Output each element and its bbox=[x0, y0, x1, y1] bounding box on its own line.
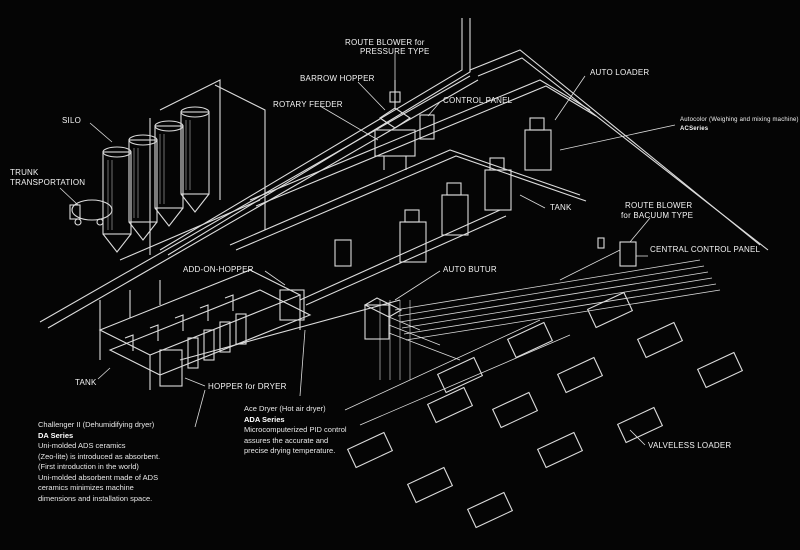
label-silo: SILO bbox=[62, 116, 82, 125]
label-control-panel: CONTROL PANEL bbox=[443, 96, 513, 105]
lower-platform bbox=[98, 269, 312, 390]
label-hopper-for-dryer: HOPPER for DRYER bbox=[208, 382, 287, 391]
truck bbox=[69, 199, 113, 226]
valveless-loader-units bbox=[346, 291, 744, 529]
ace-description: Ace Dryer (Hot air dryer) ADA Series Mic… bbox=[244, 404, 347, 457]
label-transportation: TRANSPORTATION bbox=[10, 178, 86, 187]
ace-title: Ace Dryer (Hot air dryer) bbox=[244, 404, 326, 413]
label-ac-series: ACSeries bbox=[680, 126, 709, 132]
challenger-series: DA Series bbox=[38, 430, 74, 440]
silo-tanks bbox=[102, 106, 210, 253]
ace-series: ADA Series bbox=[244, 414, 285, 424]
ace-line: assures the accurate and bbox=[244, 435, 329, 445]
ace-line: Microcomputerized PID control bbox=[244, 425, 347, 434]
label-route-blower-pressure: ROUTE BLOWER for bbox=[345, 38, 425, 47]
auto-loader-machines bbox=[334, 117, 552, 267]
main-piping bbox=[39, 18, 769, 361]
label-pressure-type: PRESSURE TYPE bbox=[360, 47, 430, 56]
label-trunk: TRUNK bbox=[10, 168, 39, 177]
label-route-blower-vacuum: ROUTE BLOWER bbox=[625, 201, 693, 210]
dryer-hoppers bbox=[159, 289, 305, 387]
central-control-panel-box bbox=[597, 237, 637, 267]
label-add-on-hopper: ADD-ON-HOPPER bbox=[183, 265, 254, 274]
silo-frame bbox=[119, 79, 266, 261]
challenger-description: Challenger II (Dehumidifying dryer) DA S… bbox=[38, 420, 160, 504]
challenger-line: dimensions and installation space. bbox=[38, 493, 153, 503]
label-barrow-hopper: BARROW HOPPER bbox=[300, 74, 375, 83]
label-tank-upper: TANK bbox=[550, 203, 572, 212]
ace-line: precise drying temperature. bbox=[244, 446, 336, 455]
challenger-line: ceramics minimizes machine bbox=[38, 483, 134, 492]
label-autocolor: Autocolor (Weighing and mixing machine) bbox=[680, 117, 799, 123]
label-auto-loader: AUTO LOADER bbox=[590, 68, 650, 77]
label-auto-butur: AUTO BUTUR bbox=[443, 265, 497, 274]
label-tank-lower: TANK bbox=[75, 378, 97, 387]
challenger-title: Challenger II (Dehumidifying dryer) bbox=[38, 420, 155, 429]
vacuum-manifold bbox=[344, 249, 721, 426]
challenger-line: (Zeo-lite) is introduced as absorbent. bbox=[38, 451, 161, 461]
challenger-line: Uni-molded absorbent made of ADS bbox=[38, 472, 159, 482]
leader-lines bbox=[59, 54, 676, 446]
label-rotary-feeder: ROTARY FEEDER bbox=[273, 100, 343, 109]
barrow-hopper-unit bbox=[374, 80, 435, 170]
challenger-line: Uni-molded ADS ceramics bbox=[38, 441, 126, 450]
label-bacuum-type: for BACUUM TYPE bbox=[621, 211, 694, 220]
label-central-control-panel: CENTRAL CONTROL PANEL bbox=[650, 245, 761, 254]
auto-butur-tower bbox=[363, 297, 461, 361]
challenger-line: (First introduction in the world) bbox=[38, 462, 139, 471]
label-valveless-loader: VALVELESS LOADER bbox=[648, 441, 732, 450]
